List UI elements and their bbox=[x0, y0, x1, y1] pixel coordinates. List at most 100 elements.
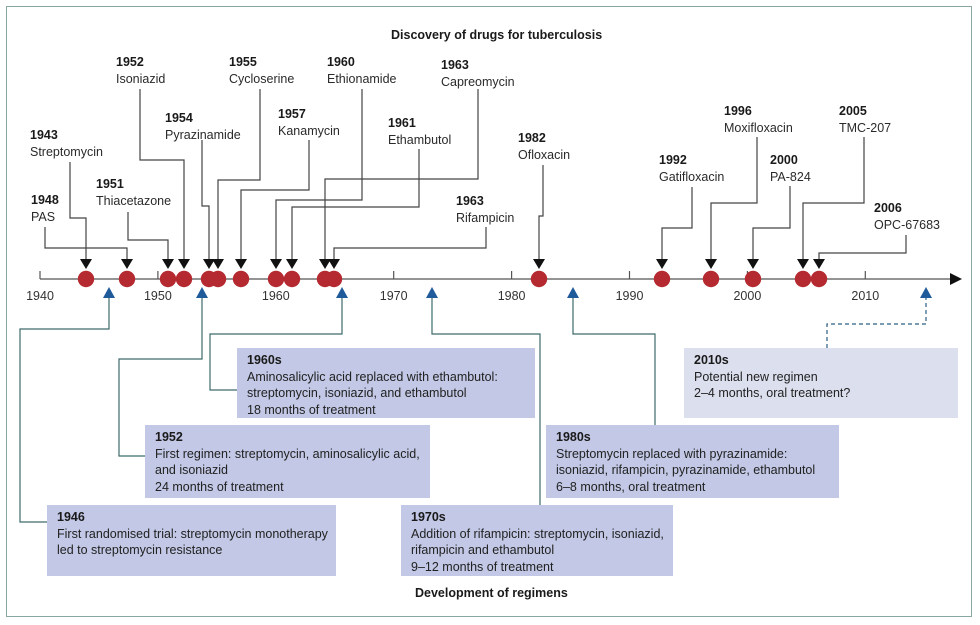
down-arrow-icon bbox=[656, 259, 668, 269]
down-arrow-icon bbox=[121, 259, 133, 269]
drug-name: Ofloxacin bbox=[518, 148, 571, 162]
drug-year: 1963 bbox=[456, 194, 484, 208]
drug-marker bbox=[159, 270, 177, 288]
regimen-year: 1946 bbox=[57, 510, 85, 524]
drug-name: Rifampicin bbox=[456, 211, 515, 225]
down-arrow-icon bbox=[533, 259, 545, 269]
drug-connector bbox=[538, 165, 544, 262]
regimen-year: 1980s bbox=[556, 430, 591, 444]
figure-frame bbox=[6, 6, 972, 617]
drug-name: Isoniazid bbox=[116, 72, 166, 86]
drug-connector bbox=[661, 187, 693, 262]
drug-name: PA-824 bbox=[770, 170, 811, 184]
regimen-description-line: 6–8 months, oral treatment bbox=[556, 479, 706, 494]
regimen-description-line: Potential new regimen bbox=[694, 369, 818, 384]
regimen-description-line: 24 months of treatment bbox=[155, 479, 284, 494]
drug-name: Kanamycin bbox=[278, 124, 340, 138]
drug-connector bbox=[333, 227, 487, 262]
drug-year: 1951 bbox=[96, 177, 124, 191]
drug-connector bbox=[127, 212, 169, 262]
axis-tick-label: 1940 bbox=[26, 289, 54, 303]
down-arrow-icon bbox=[178, 259, 190, 269]
down-arrow-icon bbox=[747, 259, 759, 269]
regimen-description-line: First randomised trial: streptomycin mon… bbox=[57, 526, 328, 541]
drug-connector bbox=[710, 137, 758, 262]
drug-marker bbox=[530, 270, 548, 288]
up-arrow-icon bbox=[920, 287, 932, 298]
regimen-description-line: 2–4 months, oral treatment? bbox=[694, 386, 851, 400]
down-arrow-icon bbox=[235, 259, 247, 269]
drug-year: 1955 bbox=[229, 55, 257, 69]
regimen-connector bbox=[572, 298, 656, 425]
regimen-connector bbox=[118, 298, 203, 457]
regimen-description-line: 18 months of treatment bbox=[247, 402, 376, 417]
drug-marker bbox=[77, 270, 95, 288]
drug-name: PAS bbox=[31, 210, 56, 224]
drug-name: Thiacetazone bbox=[96, 194, 172, 208]
down-arrow-icon bbox=[80, 259, 92, 269]
drug-name: Streptomycin bbox=[30, 145, 103, 159]
regimen-description-line: led to streptomycin resistance bbox=[57, 543, 223, 557]
drug-year: 1948 bbox=[31, 193, 59, 207]
drug-year: 1992 bbox=[659, 153, 687, 167]
drug-marker bbox=[283, 270, 301, 288]
drug-connector bbox=[69, 162, 87, 262]
regimen-description-line: Aminosalicylic acid replaced with ethamb… bbox=[247, 369, 498, 384]
drug-connector bbox=[324, 89, 479, 262]
down-arrow-icon bbox=[705, 259, 717, 269]
regimen-year: 1952 bbox=[155, 430, 183, 444]
drug-name: Ethionamide bbox=[327, 72, 397, 86]
drug-year: 2005 bbox=[839, 104, 867, 118]
axis-tick-label: 1960 bbox=[261, 289, 290, 303]
drug-year: 1954 bbox=[165, 111, 193, 125]
drug-marker bbox=[118, 270, 136, 288]
bottom-title: Development of regimens bbox=[415, 586, 568, 600]
regimen-description-line: and isoniazid bbox=[155, 463, 228, 477]
regimen-connector bbox=[19, 298, 110, 523]
drug-year: 2000 bbox=[770, 153, 798, 167]
down-arrow-icon bbox=[212, 259, 224, 269]
regimen-year: 1960s bbox=[247, 353, 282, 367]
axis-tick-label: 1970 bbox=[379, 289, 408, 303]
down-arrow-icon bbox=[286, 259, 298, 269]
regimen-description-line: Streptomycin replaced with pyrazinamide: bbox=[556, 446, 788, 461]
regimen-description-line: streptomycin, isoniazid, and ethambutol bbox=[247, 386, 467, 400]
drug-marker bbox=[232, 270, 250, 288]
drug-year: 1952 bbox=[116, 55, 144, 69]
down-arrow-icon bbox=[797, 259, 809, 269]
regimen-connector bbox=[431, 298, 541, 505]
drug-marker bbox=[209, 270, 227, 288]
top-title: Discovery of drugs for tuberculosis bbox=[391, 28, 603, 42]
regimen-description-line: First regimen: streptomycin, aminosalicy… bbox=[155, 446, 420, 461]
drug-connector bbox=[240, 140, 310, 262]
drug-name: Pyrazinamide bbox=[165, 128, 241, 142]
up-arrow-icon bbox=[567, 287, 579, 298]
drug-marker bbox=[653, 270, 671, 288]
drug-connector bbox=[752, 186, 791, 262]
drug-marker bbox=[794, 270, 812, 288]
down-arrow-icon bbox=[328, 259, 340, 269]
drug-name: OPC-67683 bbox=[874, 218, 941, 232]
drug-marker bbox=[267, 270, 285, 288]
drug-year: 1996 bbox=[724, 104, 752, 118]
regimen-year: 1970s bbox=[411, 510, 446, 524]
axis-tick-label: 1990 bbox=[615, 289, 644, 303]
regimen-description-line: 9–12 months of treatment bbox=[411, 559, 554, 574]
